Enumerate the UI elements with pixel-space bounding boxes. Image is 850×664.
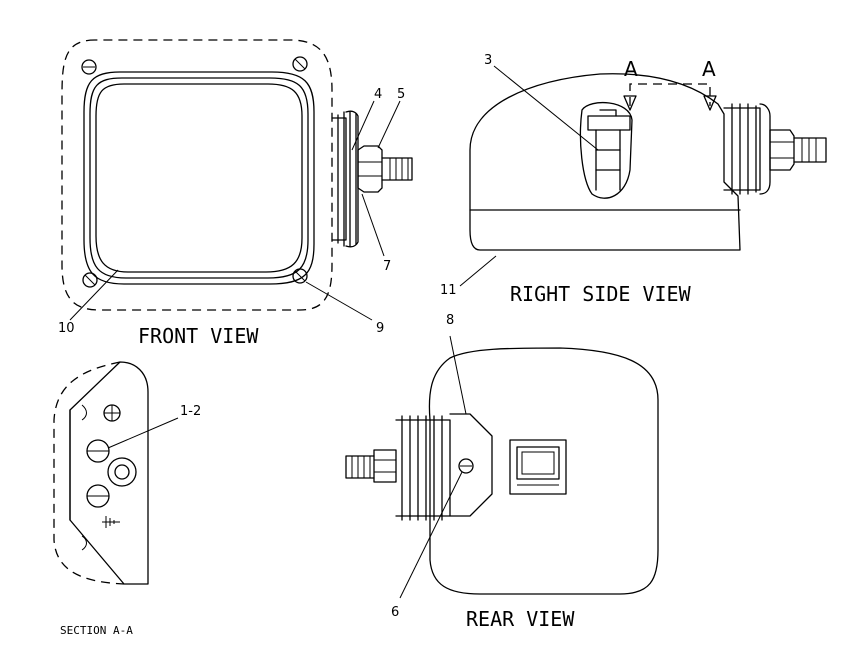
front-bellows — [331, 110, 359, 248]
front-screw-bottom-left — [82, 272, 98, 288]
callout-6: 6 — [391, 605, 399, 620]
front-screw-top-right — [292, 56, 308, 72]
callout-3: 3 — [484, 53, 492, 68]
right-bellows — [723, 103, 771, 195]
rear-mount-plate — [449, 413, 493, 517]
section-a-a-view: 1-2 SECTION A-A — [53, 361, 201, 637]
rear-fitting — [345, 455, 375, 479]
right-fitting — [793, 137, 827, 163]
front-lens-inner — [95, 83, 303, 273]
rear-housing-outline — [428, 347, 659, 595]
rear-mount-screw — [458, 458, 474, 474]
rear-bellows — [395, 415, 451, 521]
callout-5: 5 — [397, 87, 405, 102]
front-nut — [357, 145, 383, 193]
section-center-terminal — [107, 457, 137, 487]
front-view-label: FRONT VIEW — [138, 324, 259, 348]
callout-10: 10 — [58, 321, 75, 336]
callout-9: 9 — [376, 321, 384, 336]
right-side-view: A A 3 11 RIGHT SIDE VIEW — [440, 53, 827, 306]
front-view: 4 5 7 9 10 FRONT VIEW — [58, 39, 413, 348]
right-side-view-label: RIGHT SIDE VIEW — [510, 282, 692, 306]
callout-4: 4 — [374, 87, 382, 102]
callout-11: 11 — [440, 283, 457, 298]
right-switch-pocket — [579, 101, 633, 199]
rear-view: 8 6 REAR VIEW — [345, 313, 659, 631]
rear-label-plate — [509, 439, 567, 495]
front-lens-outer — [83, 71, 315, 285]
section-cut-line — [629, 83, 711, 106]
front-lens-middle — [89, 77, 309, 279]
callout-7: 7 — [383, 259, 391, 274]
callout-1-2: 1-2 — [180, 404, 201, 419]
right-housing-outline — [469, 73, 741, 251]
section-a-a-label: SECTION A-A — [60, 624, 133, 637]
front-screw-top-left — [81, 59, 97, 75]
front-fitting — [381, 157, 413, 181]
section-ground-symbol-icon — [102, 516, 120, 528]
section-marker-right: A — [702, 57, 716, 81]
section-marker-left: A — [624, 57, 638, 81]
rear-view-label: REAR VIEW — [466, 607, 575, 631]
section-outline — [69, 361, 149, 585]
rear-nut — [373, 449, 397, 483]
front-screw-bottom-right — [292, 268, 308, 284]
front-housing-outline — [61, 39, 333, 311]
callout-8: 8 — [446, 313, 454, 328]
right-nut — [769, 129, 795, 171]
